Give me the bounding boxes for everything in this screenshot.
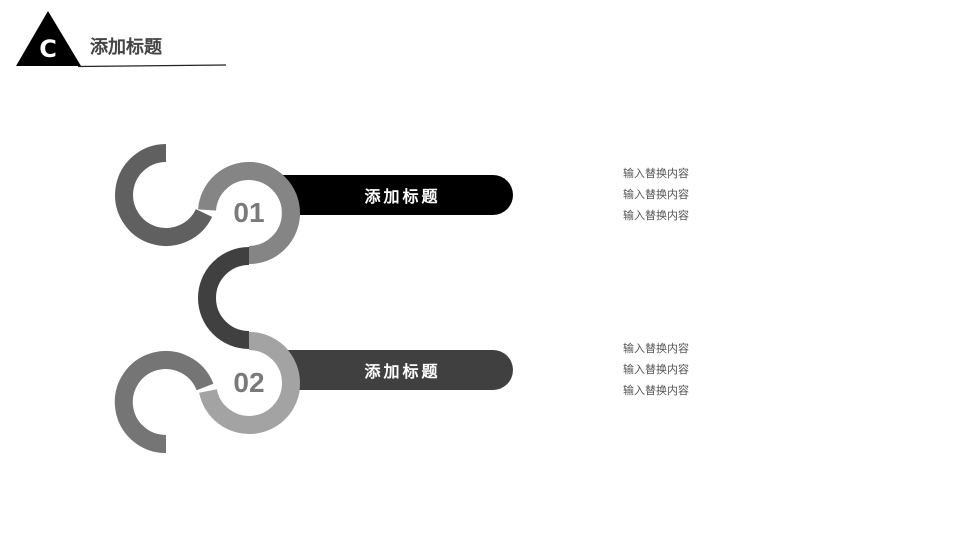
step-1-title: 添加标题 (364, 187, 441, 206)
step-2-title: 添加标题 (364, 362, 441, 381)
arc-bottom-left (114, 351, 214, 454)
step-1-number: 01 (233, 197, 265, 228)
list-item: 输入替换内容 (623, 188, 689, 201)
list-item: 输入替换内容 (623, 363, 689, 376)
page-title: 添加标题 (90, 37, 162, 58)
list-item: 输入替换内容 (623, 384, 689, 397)
step-2-number: 02 (233, 367, 265, 398)
step-1-description-list: 输入替换内容 输入替换内容 输入替换内容 (623, 163, 689, 226)
badge-letter: C (39, 35, 57, 63)
arc-top-left (115, 144, 213, 246)
header-logo (16, 11, 227, 68)
list-item: 输入替换内容 (623, 209, 689, 222)
list-item: 输入替换内容 (623, 342, 689, 355)
list-item: 输入替换内容 (623, 167, 689, 180)
step-2-title-bar: 添加标题 (282, 350, 513, 390)
triangle-badge-icon (16, 11, 81, 66)
step-2-description-list: 输入替换内容 输入替换内容 输入替换内容 (623, 338, 689, 401)
step-1-title-bar: 添加标题 (282, 175, 513, 215)
arc-middle (198, 247, 250, 349)
header-underline (77, 64, 227, 68)
